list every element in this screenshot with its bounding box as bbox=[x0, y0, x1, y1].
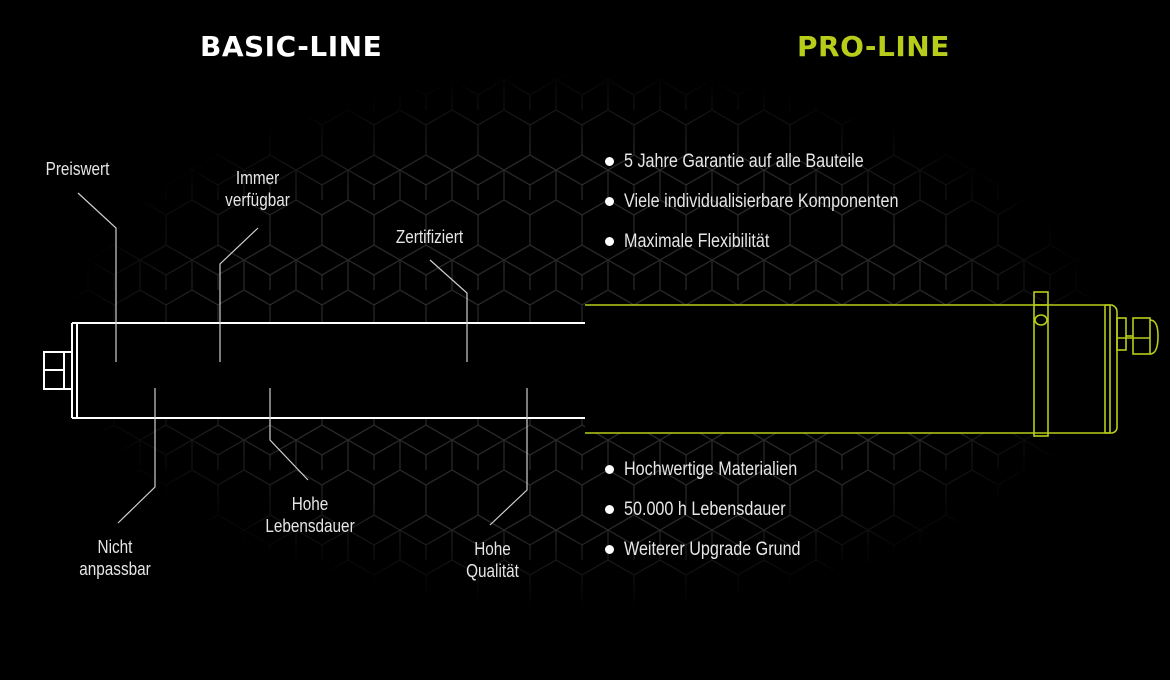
basic-line-tube bbox=[43, 322, 585, 419]
feature-item: Viele individualisierbare Komponenten bbox=[605, 191, 947, 231]
pro-line-tube bbox=[585, 291, 1159, 437]
callout-zertifiziert: Zertifiziert bbox=[395, 227, 464, 247]
feature-item: 5 Jahre Garantie auf alle Bauteile bbox=[605, 151, 947, 191]
feature-item: Hochwertige Materialien bbox=[605, 459, 832, 499]
basic-callout-lines bbox=[77, 192, 528, 526]
bullet-icon bbox=[605, 237, 614, 246]
pro-line-title: PRO-LINE bbox=[797, 30, 950, 63]
bullet-icon bbox=[605, 505, 614, 514]
feature-item: Weiterer Upgrade Grund bbox=[605, 539, 832, 579]
feature-item: Maximale Flexibilität bbox=[605, 231, 947, 271]
bullet-icon bbox=[605, 465, 614, 474]
callout-preiswert: Preiswert bbox=[45, 159, 110, 179]
pro-features-top: 5 Jahre Garantie auf alle Bauteile Viele… bbox=[605, 151, 947, 271]
bullet-icon bbox=[605, 157, 614, 166]
feature-item: 50.000 h Lebensdauer bbox=[605, 499, 832, 539]
pro-features-bottom: Hochwertige Materialien 50.000 h Lebensd… bbox=[605, 459, 832, 579]
bullet-icon bbox=[605, 545, 614, 554]
basic-line-title: BASIC-LINE bbox=[200, 30, 383, 63]
bullet-icon bbox=[605, 197, 614, 206]
